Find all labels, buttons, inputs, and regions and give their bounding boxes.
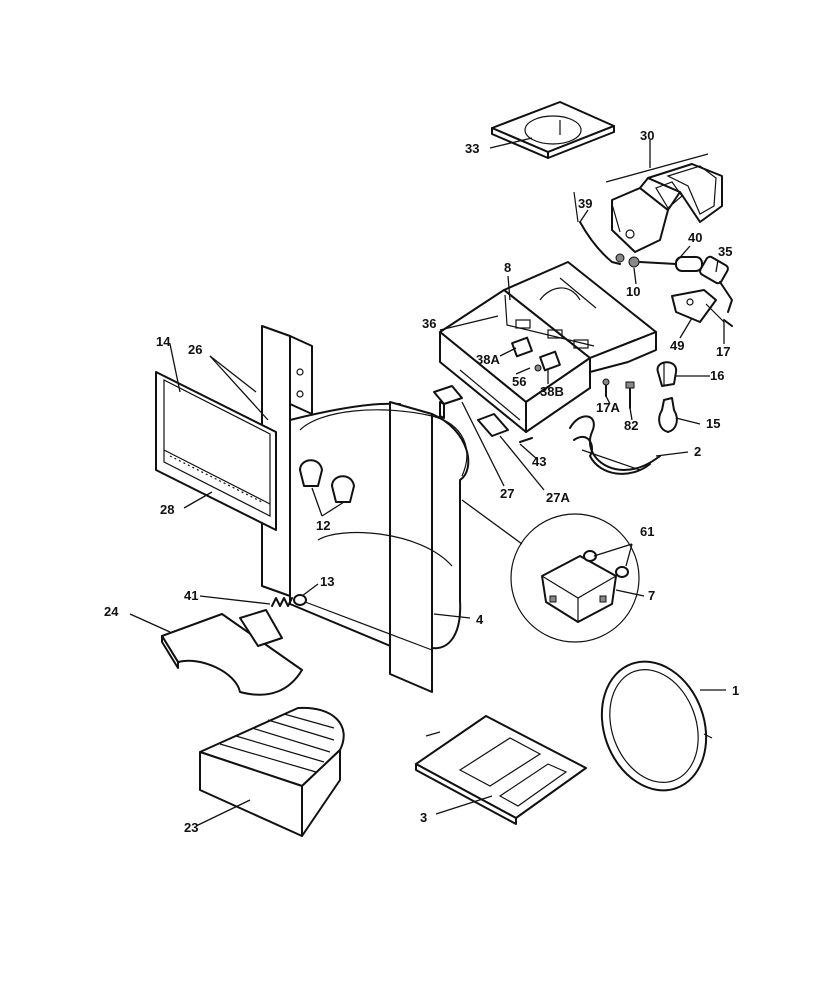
part-49-bracket [671, 289, 725, 323]
callout-10: 10 [626, 284, 640, 299]
callout-12: 12 [316, 518, 330, 533]
part-1-gasket [600, 660, 713, 792]
leader-lines [129, 137, 726, 827]
callout-61: 61 [640, 524, 654, 539]
part-2-heater-harness [569, 415, 661, 475]
part-30-chute-housing [611, 163, 723, 253]
part-3-heater-plate [415, 715, 587, 825]
part-33-mounting-plate [491, 101, 615, 159]
callout-40: 40 [688, 230, 702, 245]
part-35-solenoid [699, 255, 733, 313]
part-38b-switch [539, 350, 561, 372]
callout-41: 41 [184, 588, 198, 603]
part-43-screw [519, 437, 533, 443]
part-41-spring [271, 597, 293, 607]
callout-27: 27 [500, 486, 514, 501]
callout-28: 28 [160, 502, 174, 517]
callout-38b: 38B [540, 384, 564, 399]
part-17a-screw [602, 378, 610, 397]
callout-56: 56 [512, 374, 526, 389]
part-23-drip-tray [199, 706, 345, 837]
part-16-lamp-socket [656, 361, 678, 387]
part-13-washer [293, 594, 307, 606]
part-27a-bracket [477, 413, 509, 437]
callout-36: 36 [422, 316, 436, 331]
callout-43: 43 [532, 454, 546, 469]
part-24-paddle [161, 609, 303, 696]
part-14-front-panel [155, 371, 277, 531]
part-17-screw [723, 319, 733, 327]
part-27-bracket [433, 385, 463, 419]
part-82-screw [625, 381, 635, 409]
part-40-plunger [639, 256, 703, 272]
part-10-fastener [615, 253, 640, 268]
callout-1: 1 [732, 683, 739, 698]
callout-4: 4 [476, 612, 484, 627]
part-4-dispenser-cabinet [289, 401, 470, 693]
callout-49: 49 [670, 338, 684, 353]
callout-27a: 27A [546, 490, 570, 505]
part-7-microswitch [541, 555, 617, 623]
callout-38a: 38A [476, 352, 500, 367]
callout-labels: 33 30 39 40 35 10 8 36 49 17 16 38A 56 3… [104, 128, 739, 835]
part-36-control-housing [439, 261, 657, 433]
callout-26: 26 [188, 342, 202, 357]
callout-35: 35 [718, 244, 732, 259]
callout-33: 33 [465, 141, 479, 156]
callout-39: 39 [578, 196, 592, 211]
part-39-wire [573, 191, 621, 265]
callout-24: 24 [104, 604, 119, 619]
part-38a-switch [511, 336, 533, 358]
callout-17a: 17A [596, 400, 620, 415]
callout-13: 13 [320, 574, 334, 589]
callout-8: 8 [504, 260, 511, 275]
callout-7: 7 [648, 588, 655, 603]
part-15-light-bulb [658, 397, 678, 433]
callout-30: 30 [640, 128, 654, 143]
callout-2: 2 [694, 444, 701, 459]
callout-3: 3 [420, 810, 427, 825]
callout-14: 14 [156, 334, 171, 349]
callout-82: 82 [624, 418, 638, 433]
callout-15: 15 [706, 416, 720, 431]
part-56-screw [534, 364, 542, 372]
part-12-clips [299, 459, 355, 503]
detail-circle [510, 513, 640, 643]
callout-17: 17 [716, 344, 730, 359]
callout-16: 16 [710, 368, 724, 383]
callout-23: 23 [184, 820, 198, 835]
